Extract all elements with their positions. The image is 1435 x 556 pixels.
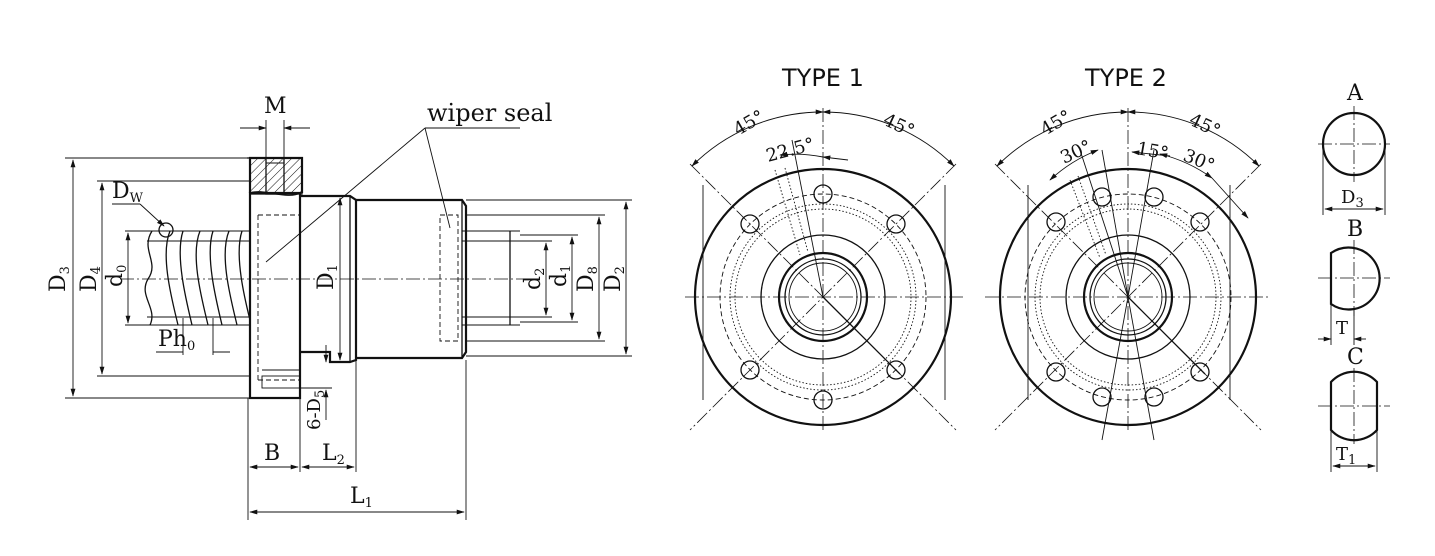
l1-label: L1 [350, 484, 373, 511]
type1-title: TYPE 1 [781, 64, 864, 92]
type2-angle-right: 45° [1186, 109, 1224, 142]
type1-view: TYPE 1 45° 45° 22.5° [685, 64, 965, 431]
l2-label: L2 [322, 441, 345, 468]
d3-label: D3 [46, 266, 73, 292]
shape-c-dim: T1 [1336, 444, 1356, 468]
nut-step [300, 194, 358, 364]
type1-flange [693, 167, 953, 427]
shape-a-label: A [1346, 81, 1364, 106]
b-label: B [264, 441, 280, 466]
type2-view: TYPE 2 [985, 64, 1270, 441]
flange-hatch [249, 157, 303, 195]
type1-angle-inner: 22.5° [764, 134, 817, 167]
d4-label: D4 [77, 266, 104, 292]
d1-label: d1 [547, 265, 574, 287]
ball-circle [158, 222, 174, 238]
m-label: M [264, 94, 287, 119]
type2-angle-left: 45° [1037, 106, 1075, 140]
shape-b-label: B [1347, 217, 1363, 242]
flange-shapes: A D3 B T C T1 [1318, 81, 1390, 472]
d2-label: d2 [521, 268, 548, 290]
shape-c-label: C [1347, 345, 1364, 370]
nut-body [356, 198, 468, 360]
type1-angle-right: 45° [880, 109, 918, 142]
type2-angle-a: 30° [1057, 136, 1095, 169]
type2-bolt-holes [1046, 187, 1210, 407]
type2-angle-b: 15° [1135, 138, 1170, 164]
type1-angle-left: 45° [730, 106, 768, 140]
d1cap-label: D1 [314, 264, 341, 290]
ph0-label: Ph0 [158, 327, 195, 354]
d8-label: D8 [574, 266, 601, 292]
d5-label: 6-D5 [304, 390, 328, 430]
d0-label: d0 [103, 265, 130, 287]
d2cap-label: D2 [601, 266, 628, 292]
shape-a-dim: D3 [1341, 187, 1364, 211]
wiper-seal-label: wiper seal [427, 99, 552, 127]
shape-b [1329, 246, 1381, 311]
shape-b-dim: T [1336, 318, 1348, 339]
flange-outline [248, 191, 302, 400]
type1-bolt-holes [740, 184, 906, 410]
type2-angle-c: 30° [1180, 145, 1217, 176]
type2-flange [998, 167, 1258, 427]
type2-title: TYPE 2 [1084, 64, 1167, 92]
side-view: M wiper seal D3 D4 d0 DW Ph0 D1 [46, 94, 632, 520]
dw-label: DW [112, 179, 144, 206]
thread-groove [165, 230, 193, 326]
